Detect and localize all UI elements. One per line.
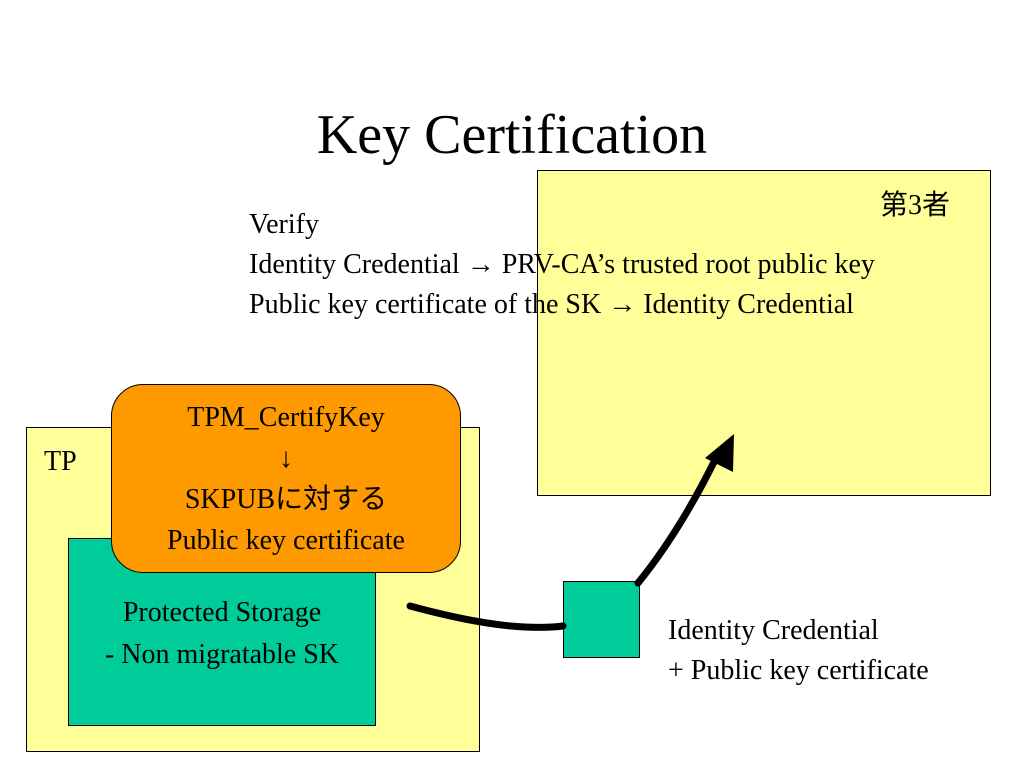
protected-storage-line-2: - Non migratable SK [104,639,340,670]
arrowhead [705,434,734,472]
certify-key-box [111,384,461,573]
output-credential-text: Identity Credential + Public key certifi… [668,611,929,691]
curve-to-package [406,602,567,631]
certify-key-arrow: ↓ [279,443,293,474]
certify-key-line-3: SKPUBに対する [184,484,388,515]
certify-key-text: TPM_CertifyKey ↓ SKPUBに対する Public key ce… [111,397,461,561]
verify-line-1: Identity Credential → PRV-CA’s trusted r… [249,249,875,280]
protected-storage-line-1: Protected Storage [122,597,322,628]
third-party-box [537,170,991,496]
output-line-2: + Public key certificate [668,655,929,686]
curve-to-third-party [634,458,718,587]
slide-title: Key Certification [316,104,708,166]
verify-text: Verify Identity Credential → PRV-CA’s tr… [249,205,875,325]
third-party-label: 第3者 [880,190,951,221]
protected-storage-text: Protected Storage - Non migratable SK [68,592,376,676]
verify-line-2: Public key certificate of the SK → Ident… [249,289,854,320]
verify-heading: Verify [249,209,319,240]
certify-key-line-4: Public key certificate [167,525,405,556]
output-line-1: Identity Credential [668,615,879,646]
certify-key-line-1: TPM_CertifyKey [187,402,385,433]
credential-package-box [563,581,640,658]
tp-label: TP [44,446,77,477]
